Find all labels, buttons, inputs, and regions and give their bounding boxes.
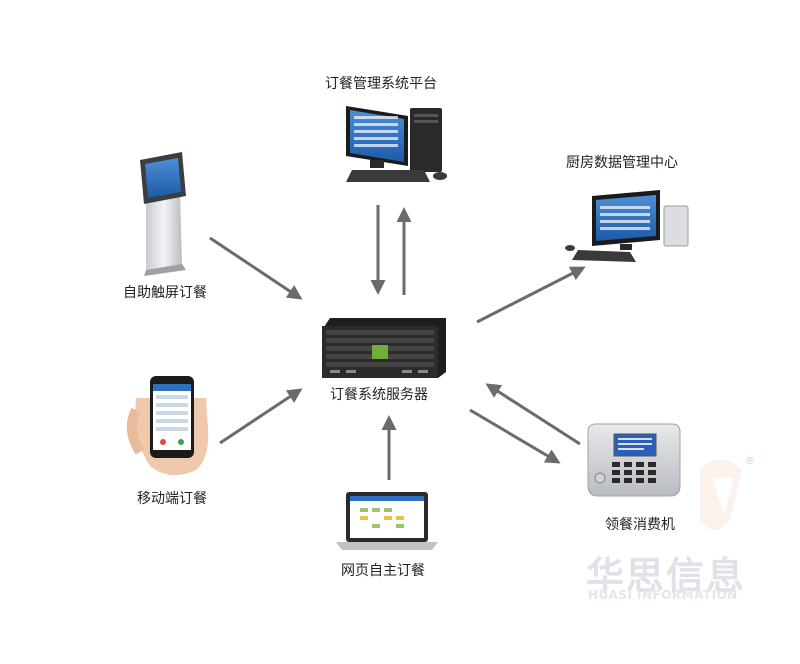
arrow-server-to-kitchen xyxy=(476,266,586,324)
desktop-computer-icon xyxy=(346,106,447,182)
watermark-brand-name-en: HUASI INFORMATION xyxy=(588,588,738,602)
connection-arrows xyxy=(209,205,586,480)
kiosk-order-label: 自助触屏订餐 xyxy=(123,285,207,301)
arrow-terminal-to-server xyxy=(485,383,581,446)
laptop-icon xyxy=(336,492,438,550)
watermark-brand-name: 华思信息 xyxy=(586,554,747,598)
arrow-mobile-to-server xyxy=(219,388,303,445)
arrow-kiosk-to-server xyxy=(209,236,303,300)
server-label: 订餐系统服务器 xyxy=(330,387,428,403)
pos-terminal-icon xyxy=(587,423,681,497)
kiosk-terminal-icon xyxy=(140,152,186,276)
monitor-computer-icon xyxy=(565,190,689,262)
platform-label: 订餐管理系统平台 xyxy=(325,76,437,92)
web-order-label: 网页自主订餐 xyxy=(341,563,425,579)
kitchen-center-label: 厨房数据管理中心 xyxy=(566,155,678,171)
terminal-label: 领餐消费机 xyxy=(605,517,675,533)
server-rack-icon xyxy=(322,318,446,378)
arrow-server-to-terminal xyxy=(469,408,561,464)
mobile-order-label: 移动端订餐 xyxy=(137,491,207,507)
mobile-phone-icon xyxy=(126,376,209,476)
brand-logo-icon xyxy=(700,460,742,530)
watermark-registered-mark: ® xyxy=(745,456,755,467)
